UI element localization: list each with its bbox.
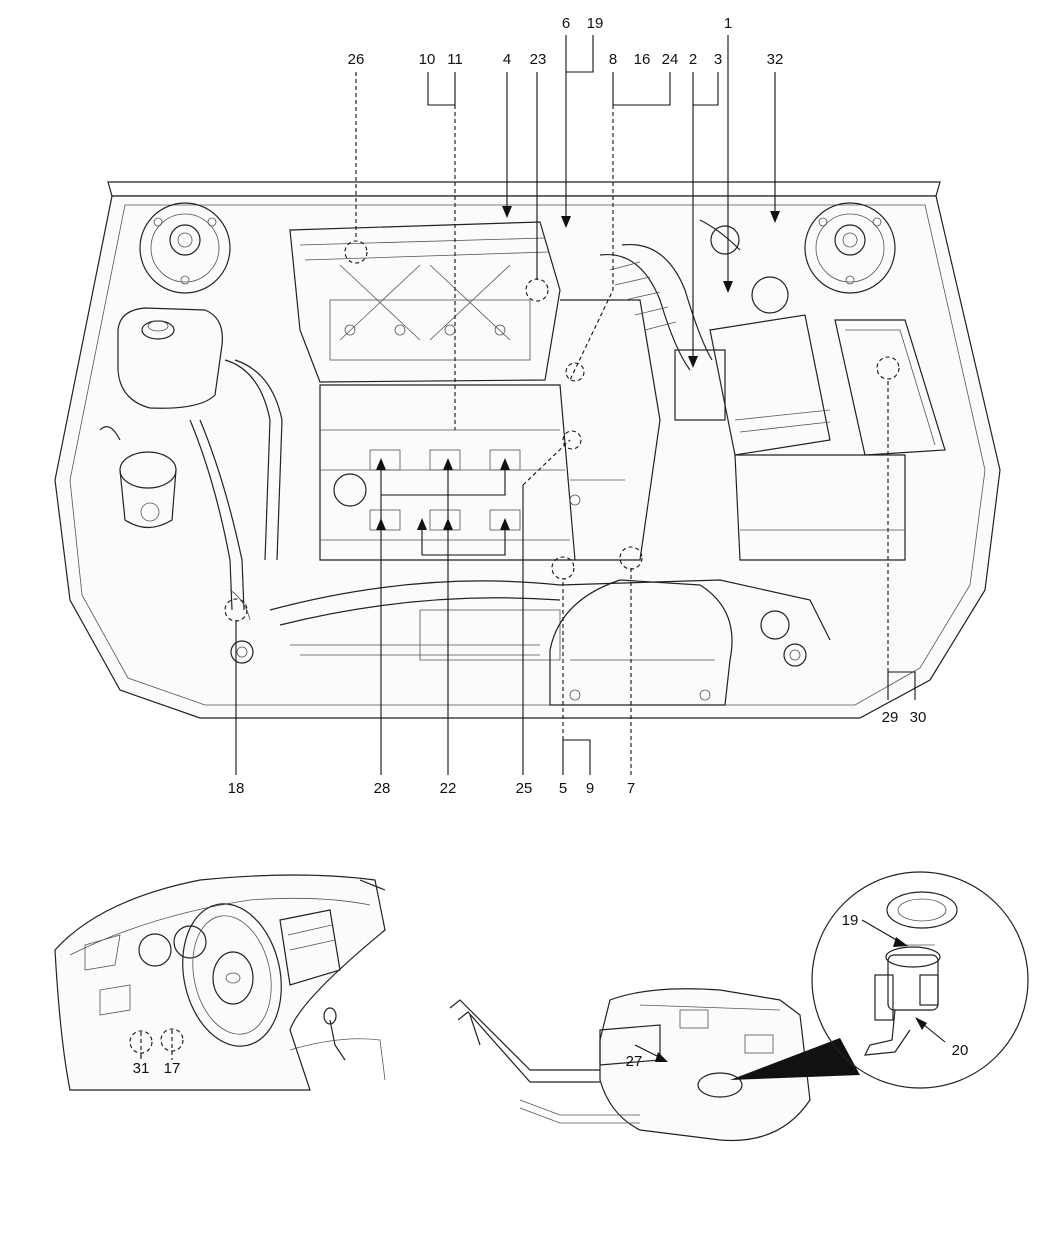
callout-16: 16	[634, 51, 651, 68]
steering-wheel	[182, 903, 282, 1047]
callout-9: 9	[586, 780, 594, 797]
callout-24: 24	[662, 51, 679, 68]
fuel-tank-illustration	[449, 988, 860, 1142]
right-strut-tower	[804, 202, 896, 294]
callout-29: 29	[882, 709, 899, 726]
power-steering-reservoir	[119, 451, 177, 529]
engine-bay-illustration	[54, 181, 1001, 719]
callout-19-pump: 19	[842, 912, 859, 929]
intake-manifold	[289, 221, 561, 383]
callout-8: 8	[609, 51, 617, 68]
callout-19-engine: 19	[587, 15, 604, 32]
coolant-reservoir	[117, 307, 223, 409]
callout-26: 26	[348, 51, 365, 68]
callout-10: 10	[419, 51, 436, 68]
callout-22: 22	[440, 780, 457, 797]
callout-28: 28	[374, 780, 391, 797]
callout-1: 1	[724, 15, 732, 32]
fuel-pump-detail	[811, 871, 1029, 1089]
callout-17: 17	[164, 1060, 181, 1077]
callout-30: 30	[910, 709, 927, 726]
callout-18: 18	[228, 780, 245, 797]
callout-6: 6	[562, 15, 570, 32]
air-cleaner	[709, 314, 831, 456]
callout-20: 20	[952, 1042, 969, 1059]
leader-lines	[140, 35, 946, 1062]
left-strut-tower	[139, 202, 231, 294]
callout-32: 32	[767, 51, 784, 68]
callout-25: 25	[516, 780, 533, 797]
callout-23: 23	[530, 51, 547, 68]
callout-7: 7	[627, 780, 635, 797]
callout-27: 27	[626, 1053, 643, 1070]
callout-labels: 1 6 19 26 10 11 4 23 8 16 24 2 3 32 29 3…	[133, 15, 969, 1077]
callout-5: 5	[559, 780, 567, 797]
callout-31: 31	[133, 1060, 150, 1077]
callout-11: 11	[447, 51, 463, 68]
battery	[834, 319, 946, 456]
air-intake-hose	[599, 243, 726, 421]
callout-2: 2	[689, 51, 697, 68]
callout-3: 3	[714, 51, 722, 68]
dashboard-illustration	[54, 874, 386, 1091]
callout-4: 4	[503, 51, 511, 68]
